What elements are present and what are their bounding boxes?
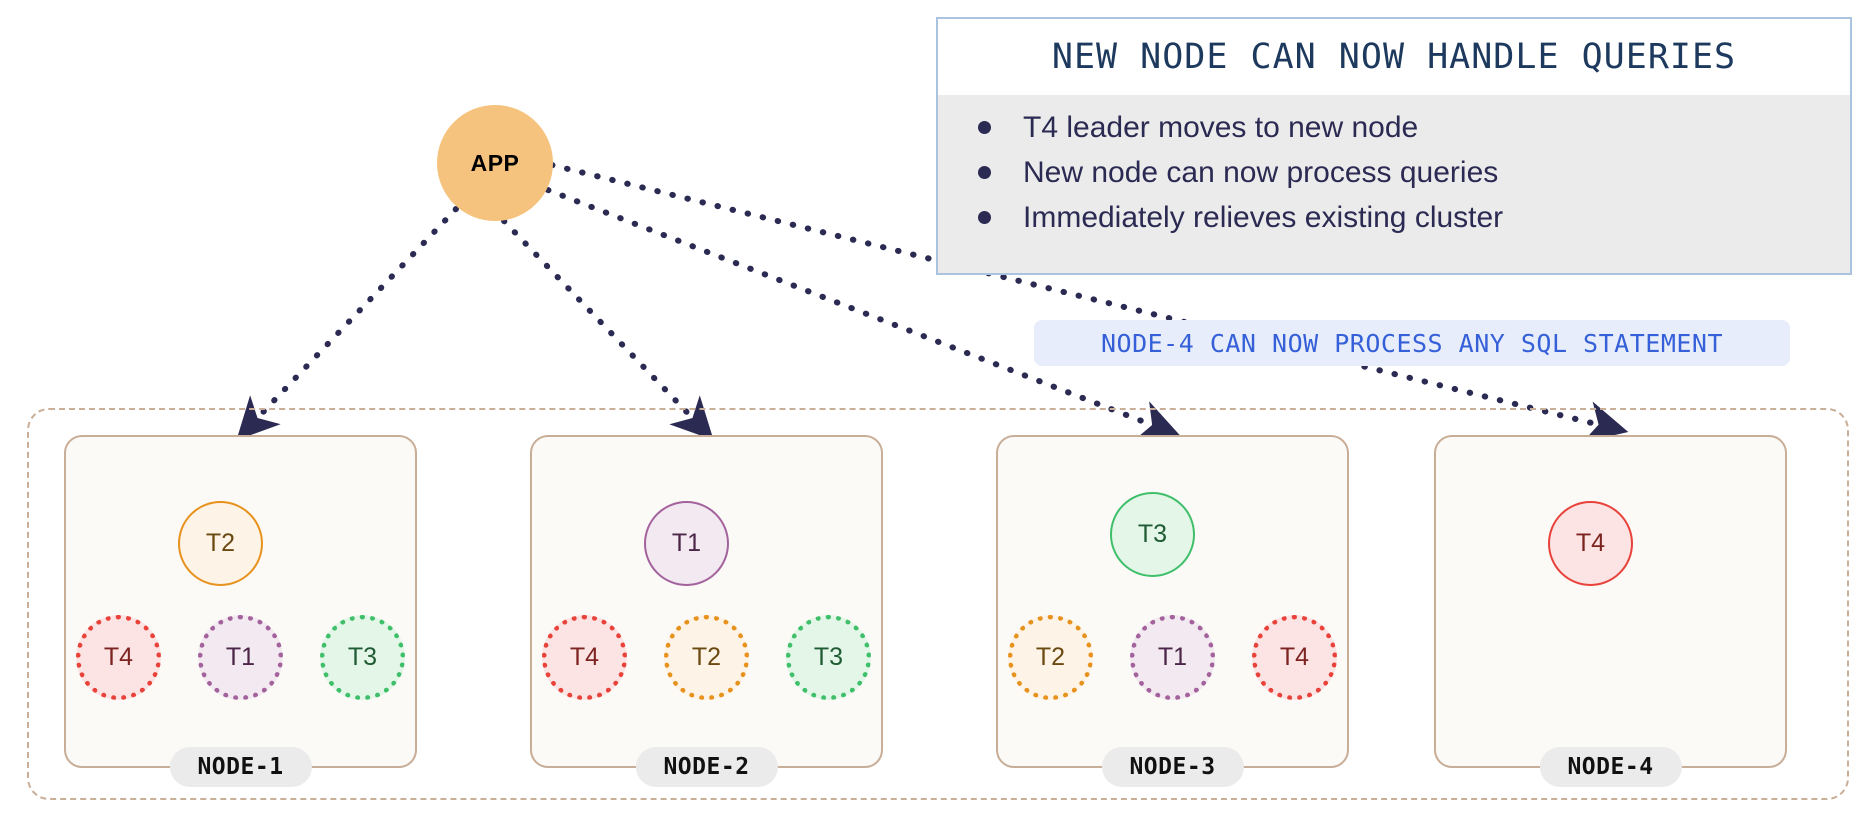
info-bullet-text: Immediately relieves existing cluster [1023, 200, 1504, 234]
node-label-1: NODE-1 [169, 747, 312, 787]
follower-circle-node-1-c[interactable]: T3 [320, 615, 405, 700]
follower-circle-node-1-a[interactable]: T4 [76, 615, 161, 700]
sql-statement-banner: NODE-4 CAN NOW PROCESS ANY SQL STATEMENT [1034, 320, 1790, 366]
bullet-dot-icon [978, 211, 991, 224]
cluster-boundary [27, 408, 1849, 800]
follower-circle-node-3-b[interactable]: T1 [1130, 615, 1215, 700]
app-node[interactable]: APP [437, 105, 553, 221]
arrow-app-to-node-1 [236, 206, 459, 441]
node-box-3[interactable]: T3 T2 T1 T4 NODE-3 [996, 435, 1349, 787]
bullet-dot-icon [978, 121, 991, 134]
follower-circle-node-2-c[interactable]: T3 [786, 615, 871, 700]
leader-circle-node-1[interactable]: T2 [178, 501, 263, 586]
info-card: NEW NODE CAN NOW HANDLE QUERIES T4 leade… [936, 17, 1852, 275]
info-bullet-item: Immediately relieves existing cluster [938, 195, 1850, 240]
info-card-title: NEW NODE CAN NOW HANDLE QUERIES [938, 19, 1850, 95]
follower-circle-node-2-a[interactable]: T4 [542, 615, 627, 700]
info-bullet-item: New node can now process queries [938, 150, 1850, 195]
info-bullet-text: T4 leader moves to new node [1023, 110, 1419, 144]
info-bullet-text: New node can now process queries [1023, 155, 1499, 189]
follower-circle-node-1-b[interactable]: T1 [198, 615, 283, 700]
leader-circle-node-2[interactable]: T1 [644, 501, 729, 586]
follower-circle-node-3-c[interactable]: T4 [1252, 615, 1337, 700]
follower-circle-node-3-a[interactable]: T2 [1008, 615, 1093, 700]
node-box-4[interactable]: T4 NODE-4 [1434, 435, 1787, 787]
leader-circle-node-4[interactable]: T4 [1548, 501, 1633, 586]
node-box-2[interactable]: T1 T4 T2 T3 NODE-2 [530, 435, 883, 787]
node-label-2: NODE-2 [635, 747, 778, 787]
info-card-body: T4 leader moves to new node New node can… [938, 95, 1850, 273]
arrow-app-to-node-2 [501, 218, 714, 441]
leader-circle-node-3[interactable]: T3 [1110, 492, 1195, 577]
node-label-3: NODE-3 [1101, 747, 1244, 787]
node-label-4: NODE-4 [1539, 747, 1682, 787]
node-box-1[interactable]: T2 T4 T1 T3 NODE-1 [64, 435, 417, 787]
info-bullet-item: T4 leader moves to new node [938, 105, 1850, 150]
follower-circle-node-2-b[interactable]: T2 [664, 615, 749, 700]
app-node-label: APP [470, 149, 520, 176]
bullet-dot-icon [978, 166, 991, 179]
